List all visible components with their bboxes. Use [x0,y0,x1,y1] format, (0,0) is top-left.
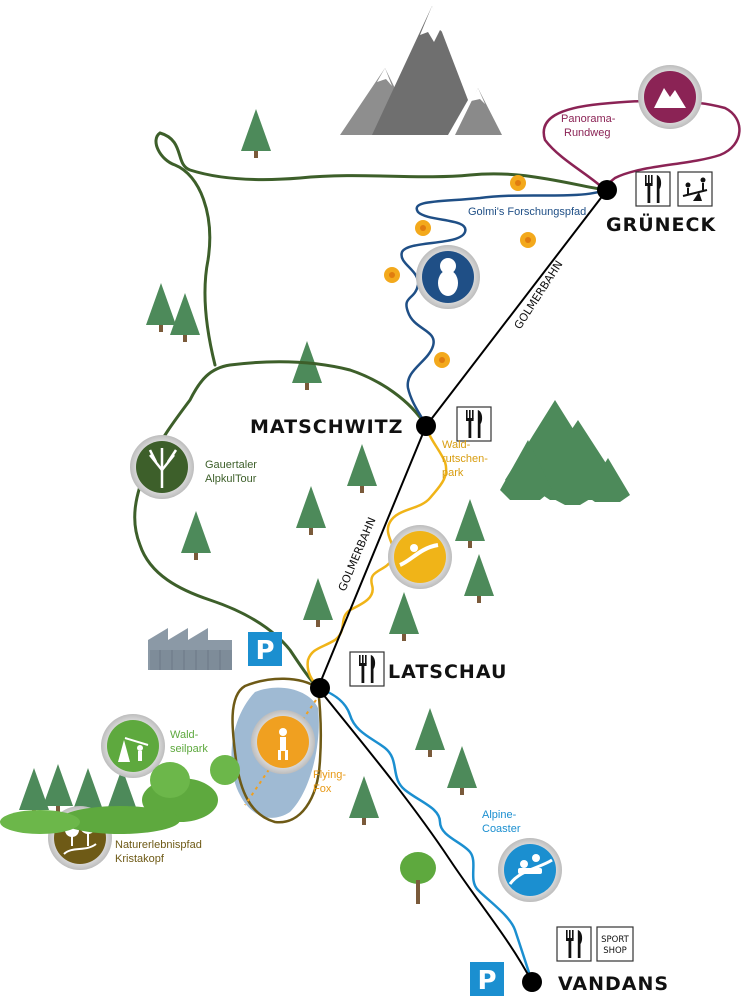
waldseil-label-line1: Wald- [170,729,199,741]
waldrutschen-label-line3: park [442,467,464,479]
waldseil-label-line2: seilpark [170,743,208,755]
sport-shop-line1: SPORT [601,935,629,945]
forschung-label: Golmi's Forschungspfad [468,206,586,218]
golmi-bubble[interactable] [416,245,480,309]
natur-label-line1: Naturerlebnispfad [115,839,202,851]
forschung-trail [400,188,606,427]
gauertaler-label-line2: AlpkulTour [205,473,257,485]
natur-label-line2: Kristakopf [115,853,165,865]
playground-icon [677,171,713,207]
waldseilpark-bubble[interactable] [101,714,165,778]
mountain-icon [340,6,502,135]
zipline-person-icon [278,728,288,760]
waldrutschen-trail [306,425,448,689]
restaurant-icon [635,171,671,207]
restaurant-icon [456,406,492,442]
sport-shop-icon: SPORT SHOP [596,926,634,962]
restaurant-icon [556,926,592,962]
restaurant-icon [349,651,385,687]
large-forest-cluster [500,400,630,505]
slide-icon [399,543,439,567]
ropes-course-icon [118,737,149,762]
coaster-trail [317,686,534,983]
cable-car-lines [317,189,608,983]
alpine-coaster-bubble[interactable] [498,838,562,902]
factory-icon [148,628,232,670]
forest-bush-cluster [0,755,240,834]
station-name-vandans: VANDANS [558,973,669,995]
waldrutschen-label-line2: rutschen- [442,453,488,465]
gauertaler-bubble[interactable] [130,435,194,499]
golmerbahn-upper-label: GOLMERBAHN [512,258,566,331]
station-dot-grueneck[interactable] [597,180,617,200]
tree-icon [148,448,178,488]
waldrutschen-label-line1: Wald- [442,439,471,451]
flyingfox-label-line2: Fox [313,783,332,795]
panorama-trail [542,99,741,191]
waldrutschen-bubble[interactable] [388,525,452,589]
parking-symbol: P [255,636,274,666]
station-name-latschau: LATSCHAU [388,661,507,683]
coaster-icon [508,854,553,885]
parking-icon: P [248,632,282,666]
flying-fox-bubble[interactable] [251,710,315,774]
mountain-icon [654,88,686,108]
station-dot-matschwitz[interactable] [416,416,436,436]
single-tree-icon [400,852,436,904]
coaster-label-line2: Coaster [482,823,521,835]
coaster-label-line1: Alpine- [482,809,517,821]
parking-icon: P [470,962,504,996]
panorama-bubble[interactable] [638,65,702,129]
gauertaler-label-line1: Gauertaler [205,459,257,471]
station-dot-vandans[interactable] [522,972,542,992]
marmot-mascot-icon [438,270,458,296]
panorama-label-line1: Panorama- [561,113,616,125]
flower-icons [384,175,536,368]
station-dot-latschau[interactable] [310,678,330,698]
sport-shop-line2: SHOP [603,946,627,956]
flyingfox-label-line1: Flying- [313,769,346,781]
station-name-matschwitz: MATSCHWITZ [250,416,403,438]
parking-symbol: P [477,966,496,996]
station-name-grueneck: GRÜNECK [606,212,716,236]
panorama-label-line2: Rundweg [564,127,610,139]
